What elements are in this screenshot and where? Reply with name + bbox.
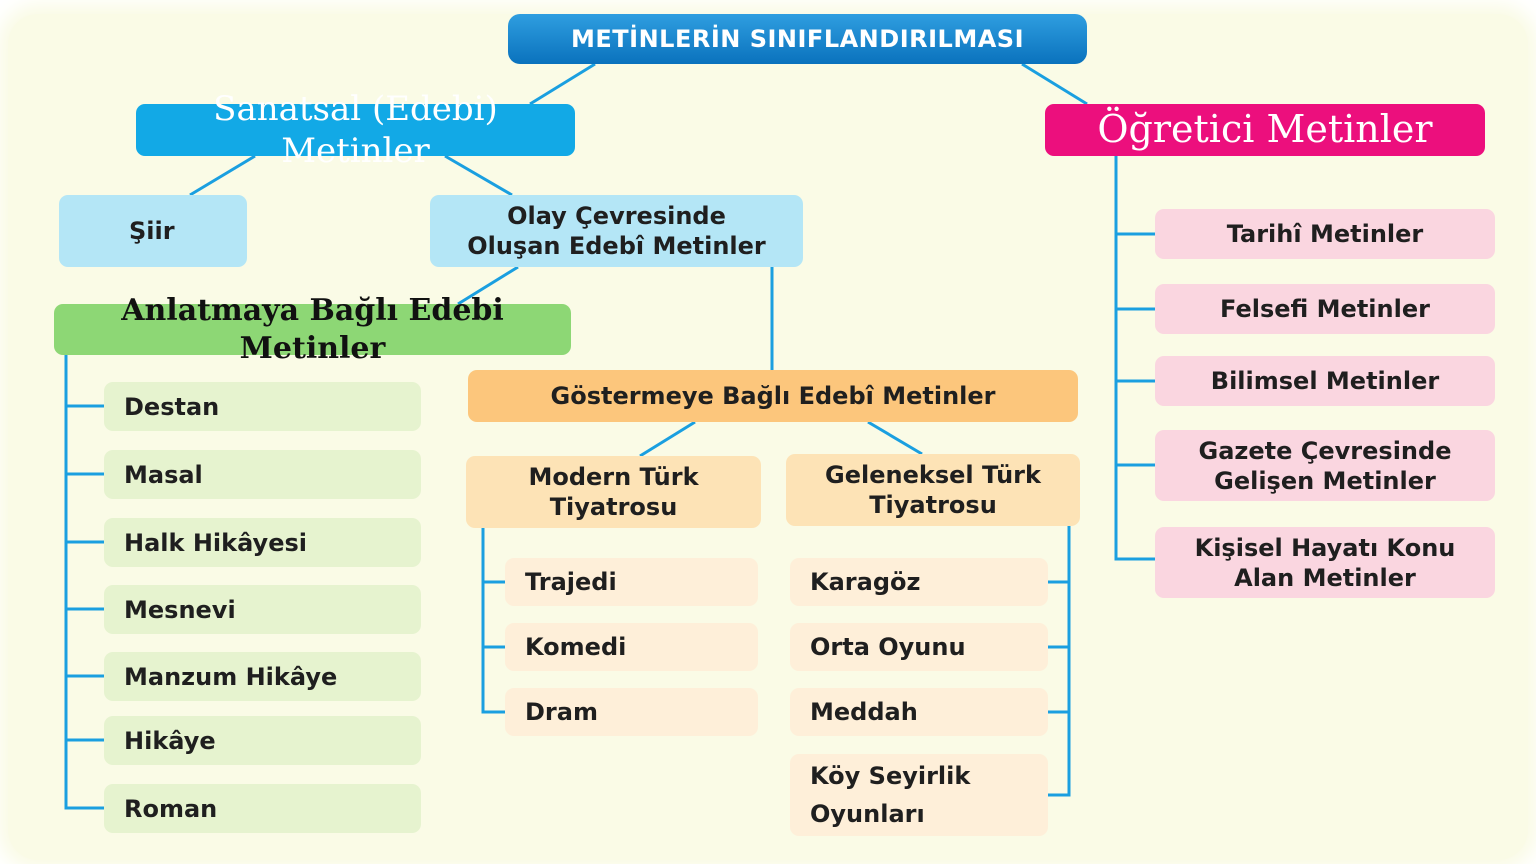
connector-anlatmaya-spine — [64, 355, 104, 810]
leaf-dram: Dram — [505, 688, 758, 736]
leaf-hikaye: Hikâye — [104, 716, 421, 765]
leaf-meddah: Meddah — [790, 688, 1048, 736]
leaf-karagoz: Karagöz — [790, 558, 1048, 606]
leaf-roman: Roman — [104, 784, 421, 833]
connector-sanatsal-olay — [444, 154, 513, 197]
node-geleneksel-turk-tiyatrosu: Geleneksel Türk Tiyatrosu — [786, 454, 1080, 526]
node-siir: Şiir — [59, 195, 247, 267]
leaf-tarihi-metinler: Tarihî Metinler — [1155, 209, 1495, 259]
leaf-masal: Masal — [104, 450, 421, 499]
diagram-title: METİNLERİN SINIFLANDIRILMASI — [508, 14, 1087, 64]
leaf-trajedi: Trajedi — [505, 558, 758, 606]
leaf-koy-seyirlik-oyunlari: Köy Seyirlik Oyunları — [790, 754, 1048, 836]
node-anlatmaya-bagli: Anlatmaya Bağlı Edebi Metinler — [54, 293, 571, 366]
connector-ogretici-spine — [1114, 156, 1155, 561]
node-modern-turk-tiyatrosu: Modern Türk Tiyatrosu — [466, 456, 761, 528]
node-olay-cevresinde: Olay Çevresinde Oluşan Edebî Metinler — [430, 195, 803, 267]
connector-gostermeye-geleneksel — [867, 420, 923, 456]
leaf-komedi: Komedi — [505, 623, 758, 671]
leaf-orta-oyunu: Orta Oyunu — [790, 623, 1048, 671]
leaf-gazete-cevresinde: Gazete Çevresinde Gelişen Metinler — [1155, 430, 1495, 501]
connector-title-ogretici — [1021, 62, 1088, 106]
node-ogretici-metinler: Öğretici Metinler — [1045, 104, 1485, 156]
connector-title-sanatsal — [529, 62, 596, 106]
leaf-felsefi-metinler: Felsefi Metinler — [1155, 284, 1495, 334]
leaf-halk-hikayesi: Halk Hikâyesi — [104, 518, 421, 567]
connector-gostermeye-modern — [639, 420, 696, 458]
node-gostermeye-bagli: Göstermeye Bağlı Edebî Metinler — [468, 370, 1078, 422]
connector-modern-spine — [481, 528, 505, 714]
leaf-kisisel-hayati: Kişisel Hayatı Konu Alan Metinler — [1155, 527, 1495, 598]
leaf-mesnevi: Mesnevi — [104, 585, 421, 634]
connector-geleneksel-spine — [1048, 526, 1071, 797]
leaf-bilimsel-metinler: Bilimsel Metinler — [1155, 356, 1495, 406]
leaf-manzum-hikaye: Manzum Hikâye — [104, 652, 421, 701]
connector-sanatsal-siir — [189, 154, 256, 197]
node-sanatsal-metinler: Sanatsal (Edebi) Metinler — [136, 89, 575, 171]
connector-olay-anlatmaya — [457, 265, 519, 306]
leaf-destan: Destan — [104, 382, 421, 431]
